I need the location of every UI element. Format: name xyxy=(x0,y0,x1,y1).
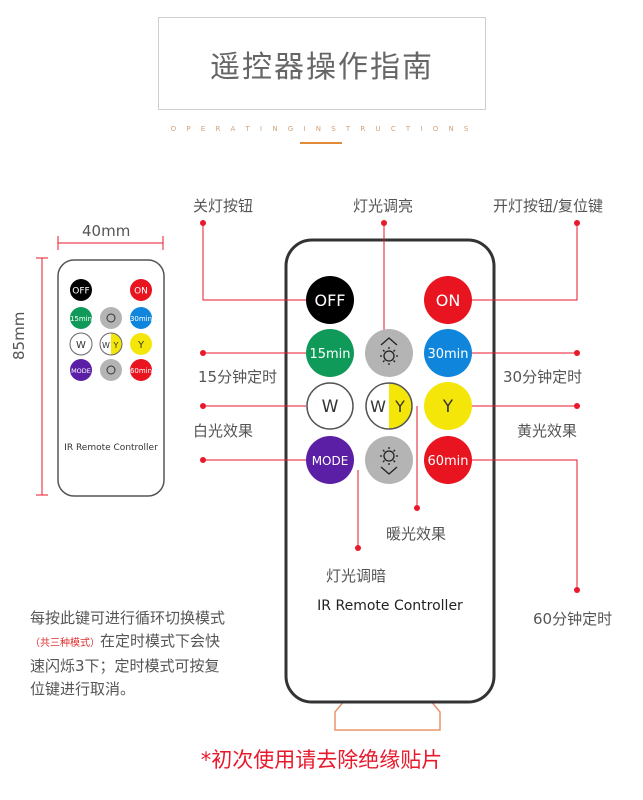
w-button xyxy=(306,382,354,430)
small-brighten-button xyxy=(100,307,122,329)
on-button xyxy=(424,276,472,324)
small-30min-button xyxy=(130,307,152,329)
label-brighten: 灯光调亮 xyxy=(353,197,414,215)
60min-button-text: 60min xyxy=(427,454,468,469)
large-remote-label: IR Remote Controller xyxy=(317,598,463,614)
wy-button-y-text: Y xyxy=(394,397,405,416)
height-label: 85mm xyxy=(10,311,28,360)
leader-on xyxy=(470,223,578,301)
dot-warm xyxy=(414,505,420,511)
60min-button xyxy=(424,436,472,484)
mode-note-red: （共三种模式） xyxy=(30,638,100,649)
mode-note-line2-rest: 在定时模式下会快 xyxy=(100,632,221,650)
small-y-button xyxy=(130,333,152,355)
label-warm: 暖光效果 xyxy=(386,525,447,543)
small-w-text: W xyxy=(76,340,86,351)
dot-on xyxy=(574,220,580,226)
small-off-button xyxy=(70,279,92,301)
dot-off xyxy=(200,220,206,226)
subtitle-letters: O P E R A T I N G I N S T R U C T I O N … xyxy=(170,125,473,133)
small-mode-button xyxy=(70,359,92,381)
small-30min-text: 30min xyxy=(130,315,152,323)
subtitle-underline xyxy=(300,142,342,144)
small-dim-button xyxy=(100,359,122,381)
small-60min-text: 60min xyxy=(130,367,152,375)
on-button-text: ON xyxy=(436,291,461,310)
dot-mode xyxy=(200,457,206,463)
mode-note: 每按此键可进行循环切换模式 （共三种模式）在定时模式下会快 速闪烁3下；定时模式… xyxy=(30,607,275,701)
label-on: 开灯按钮/复位键 xyxy=(493,197,604,215)
leader-60min xyxy=(470,459,578,590)
footer-warning: *初次使用请去除绝缘贴片 xyxy=(200,748,443,772)
label-white: 白光效果 xyxy=(193,422,254,440)
label-30min: 30分钟定时 xyxy=(503,368,583,386)
mode-note-line4: 位键进行取消。 xyxy=(30,680,136,698)
mode-note-line2: （共三种模式）在定时模式下会快 xyxy=(30,630,275,655)
large-remote-buttons: OFF ON 15min 30min W W Y Y MODE xyxy=(306,276,472,614)
dot-30min xyxy=(574,350,580,356)
15min-button-text: 15min xyxy=(309,347,350,362)
small-on-button xyxy=(130,279,152,301)
15min-button xyxy=(306,329,354,377)
width-label: 40mm xyxy=(82,222,131,240)
label-dim: 灯光调暗 xyxy=(326,567,387,585)
dot-60min xyxy=(574,587,580,593)
small-remote-label: IR Remote Controller xyxy=(64,443,158,453)
small-mode-text: MODE xyxy=(71,367,91,375)
30min-button xyxy=(424,329,472,377)
small-remote: OFF ON 15min 30min W W Y Y MODE 60min IR… xyxy=(36,236,165,497)
leader-off xyxy=(202,223,306,301)
mode-button-text: MODE xyxy=(312,454,349,468)
y-button xyxy=(424,382,472,430)
brighten-button xyxy=(365,329,413,377)
mode-note-line3: 速闪烁3下；定时模式可按复 xyxy=(30,657,220,675)
annotation-lines xyxy=(202,223,578,590)
small-wy-button xyxy=(99,332,123,356)
small-brighten-icon xyxy=(106,313,116,323)
w-button-text: W xyxy=(322,397,339,417)
small-15min-button xyxy=(70,307,92,329)
dim-icon xyxy=(380,447,398,475)
insulation-tab xyxy=(334,699,441,731)
small-60min-button xyxy=(130,359,152,381)
label-60min: 60分钟定时 xyxy=(533,610,613,628)
wy-button-w-text: W xyxy=(370,397,386,416)
label-15min: 15分钟定时 xyxy=(198,368,278,386)
mode-note-line1: 每按此键可进行循环切换模式 xyxy=(30,609,226,627)
page-title: 遥控器操作指南 xyxy=(210,49,434,85)
small-wy-w-text: W xyxy=(102,341,110,350)
off-button xyxy=(306,276,354,324)
dot-15min xyxy=(200,350,206,356)
label-off: 关灯按钮 xyxy=(193,197,254,215)
mode-button xyxy=(306,436,354,484)
dot-dim xyxy=(355,545,361,551)
small-15min-text: 15min xyxy=(70,315,92,323)
small-off-text: OFF xyxy=(72,287,89,297)
small-wy-yellow-half xyxy=(111,333,122,355)
y-button-text: Y xyxy=(442,397,454,417)
label-yellow: 黄光效果 xyxy=(517,422,578,440)
small-y-text: Y xyxy=(137,340,145,351)
30min-button-text: 30min xyxy=(427,347,468,362)
title-box: 遥控器操作指南 xyxy=(158,17,486,110)
wy-button xyxy=(365,382,413,430)
brighten-icon xyxy=(380,337,398,365)
dim-button xyxy=(365,436,413,484)
small-dim-icon xyxy=(106,365,116,375)
dot-yellow xyxy=(574,403,580,409)
annotation-dots xyxy=(200,220,580,593)
small-w-button xyxy=(69,332,93,356)
small-on-text: ON xyxy=(134,287,148,297)
small-wy-y-text: Y xyxy=(113,341,119,350)
dot-brighten xyxy=(381,220,387,226)
off-button-text: OFF xyxy=(315,291,346,310)
dot-white xyxy=(200,403,206,409)
wy-yellow-half xyxy=(389,383,412,429)
